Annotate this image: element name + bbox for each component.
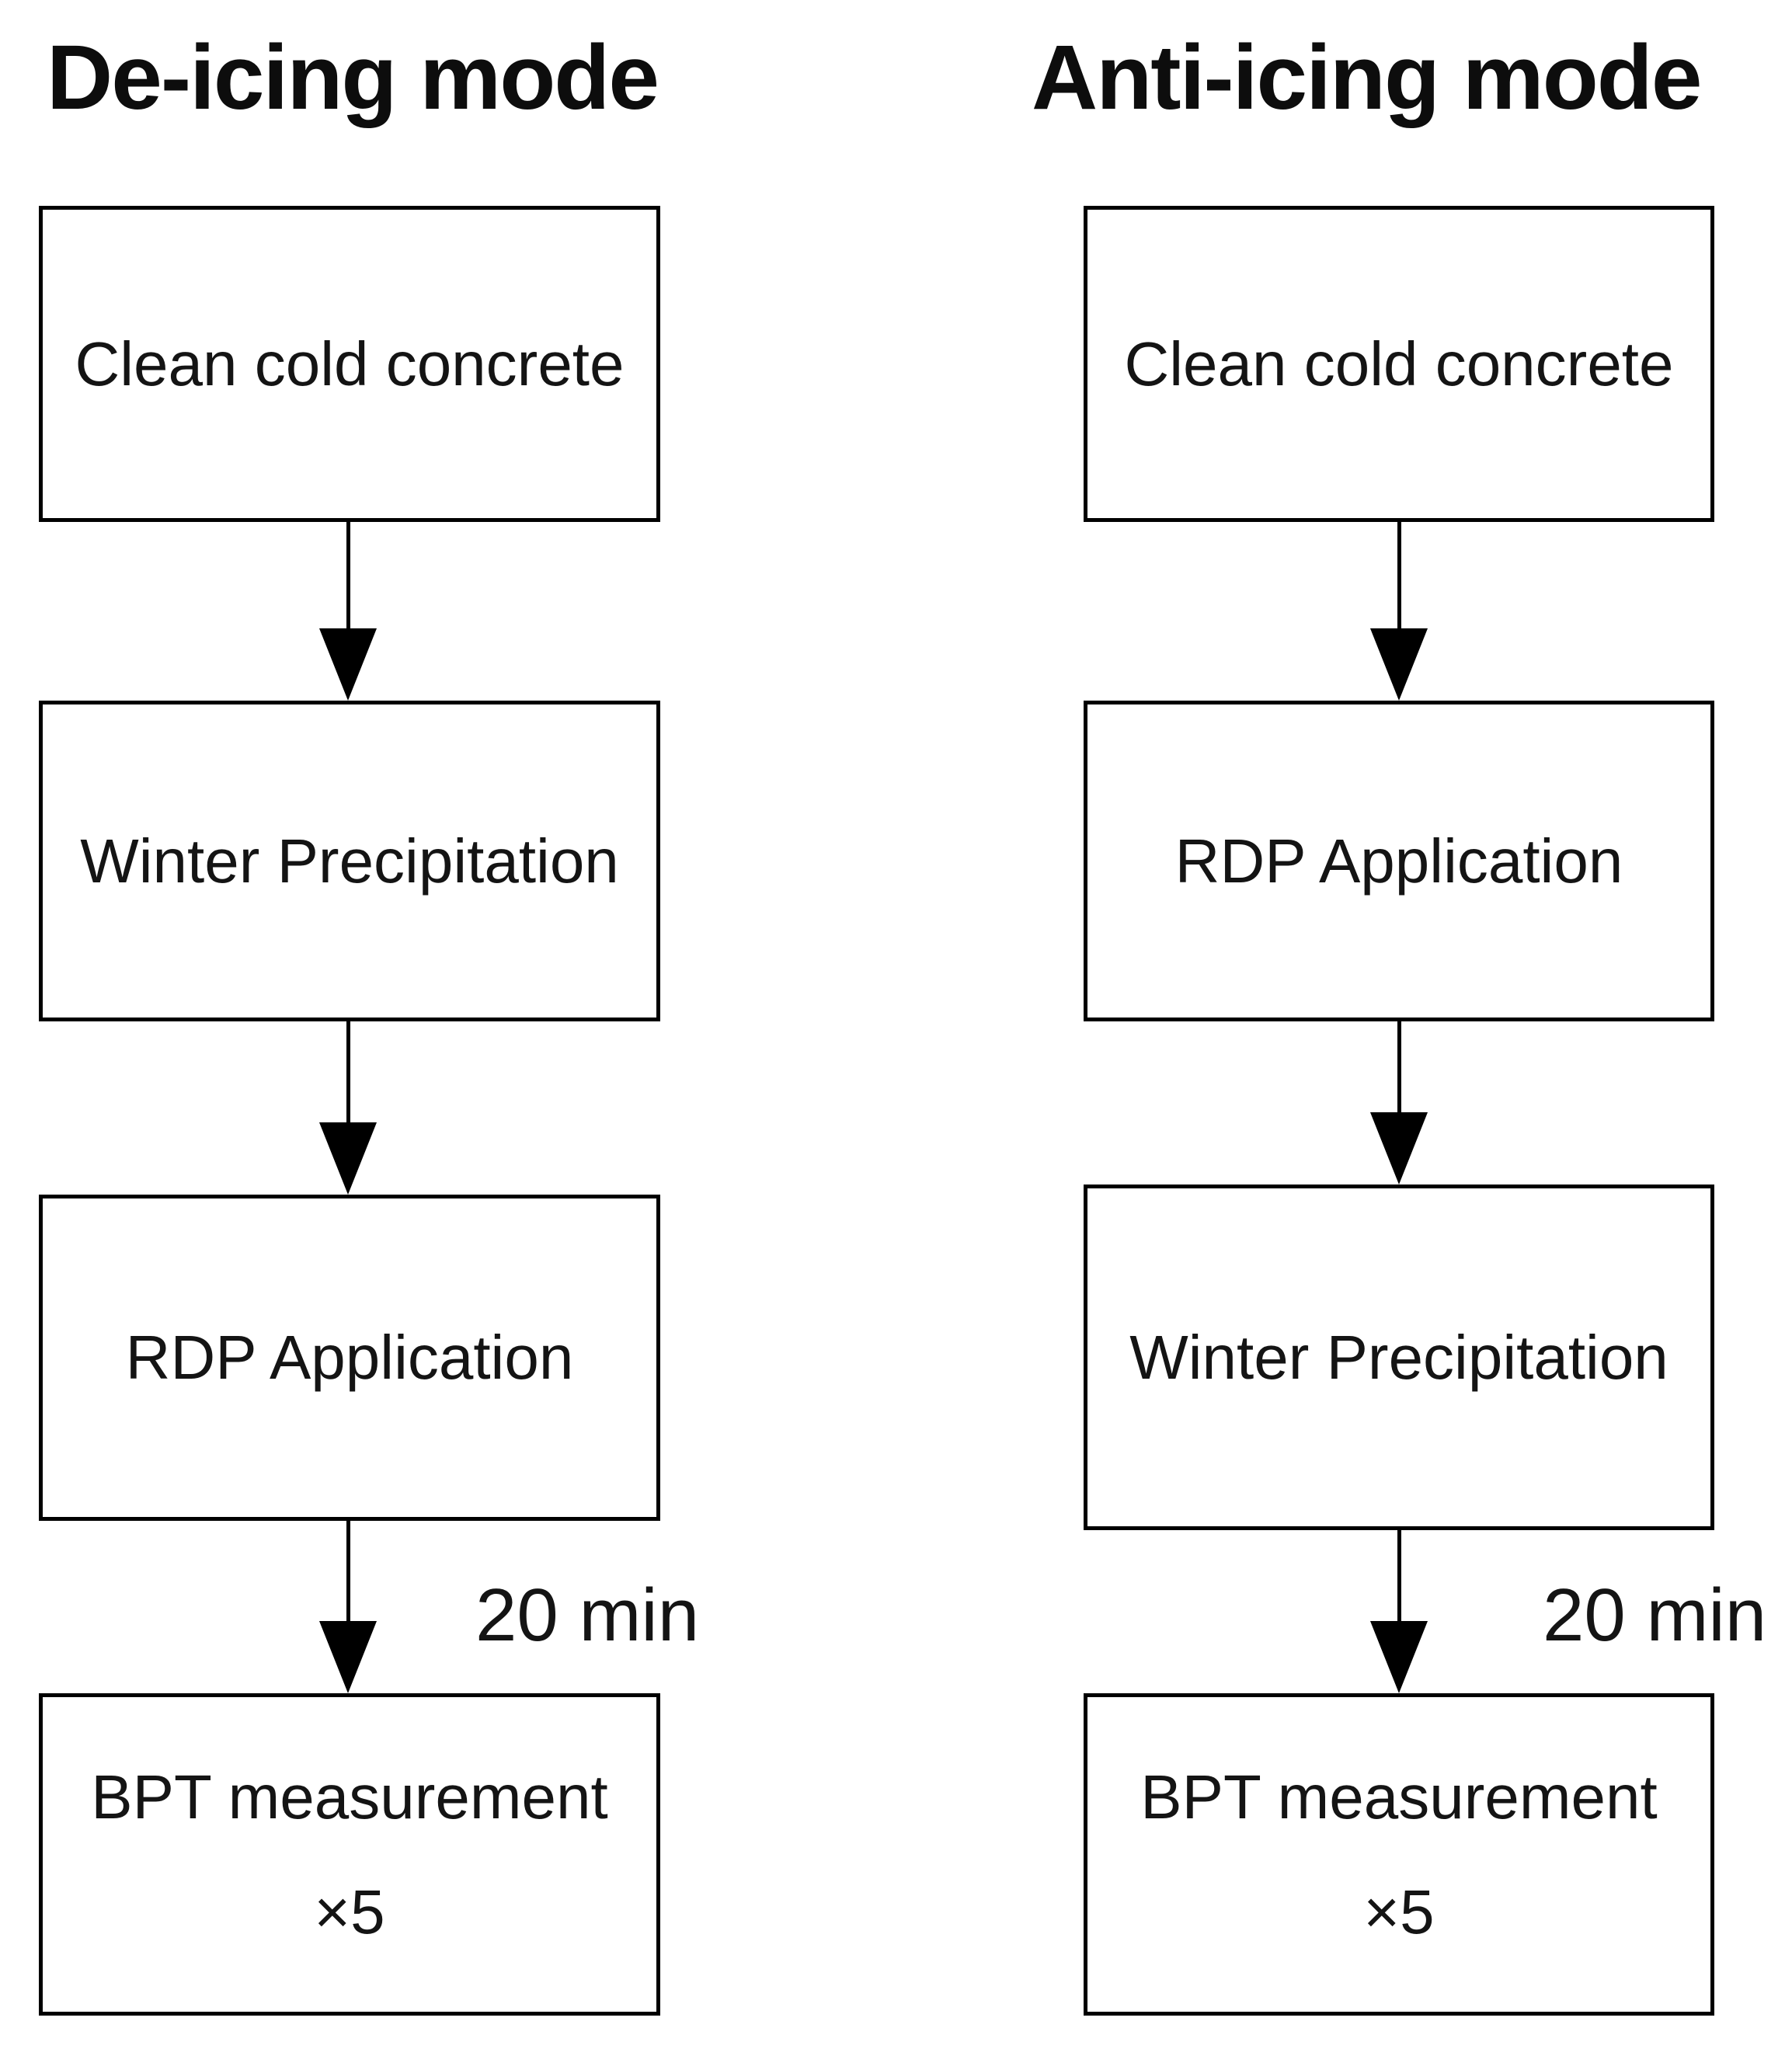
anti-icing-step-rdp-application-box: RDP Application: [1084, 701, 1714, 1021]
step-label: Winter Precipitation: [1129, 1322, 1668, 1392]
arrow-stem: [346, 1021, 350, 1122]
anti-icing-wait-time-label: 20 min: [1543, 1574, 1767, 1657]
arrow-down-icon: [319, 1521, 377, 1693]
arrow-stem: [1397, 1530, 1401, 1621]
arrow-stem: [1397, 522, 1401, 628]
arrow-stem: [346, 1521, 350, 1621]
deicing-step-clean-cold-concrete-box: Clean cold concrete: [39, 206, 660, 522]
arrow-head: [1370, 628, 1428, 701]
step-label: Clean cold concrete: [1124, 329, 1674, 398]
arrow-down-icon: [1370, 1021, 1428, 1185]
anti-icing-mode-title: Anti-icing mode: [1032, 26, 1703, 129]
step-label: RDP Application: [1174, 826, 1623, 896]
step-label: Winter Precipitation: [80, 826, 619, 896]
step-label: Clean cold concrete: [75, 329, 625, 398]
arrow-head: [1370, 1112, 1428, 1185]
anti-icing-step-bpt-measurement-box: BPT measurement ×5: [1084, 1693, 1714, 2016]
deicing-step-winter-precipitation-box: Winter Precipitation: [39, 701, 660, 1021]
anti-icing-step-clean-cold-concrete-box: Clean cold concrete: [1084, 206, 1714, 522]
arrow-head: [319, 1122, 377, 1195]
arrow-head: [1370, 1621, 1428, 1693]
step-label: BPT measurement: [1140, 1762, 1658, 1832]
arrow-stem: [346, 522, 350, 628]
arrow-head: [319, 628, 377, 701]
deicing-step-rdp-application-box: RDP Application: [39, 1195, 660, 1521]
arrow-stem: [1397, 1021, 1401, 1112]
anti-icing-step-winter-precipitation-box: Winter Precipitation: [1084, 1185, 1714, 1530]
deicing-wait-time-label: 20 min: [475, 1574, 700, 1657]
deicing-mode-title: De-icing mode: [47, 26, 659, 129]
arrow-head: [319, 1621, 377, 1693]
repeat-count-label: ×5: [314, 1877, 385, 1946]
step-label: BPT measurement: [91, 1762, 608, 1832]
arrow-down-icon: [1370, 522, 1428, 701]
arrow-down-icon: [319, 522, 377, 701]
arrow-down-icon: [319, 1021, 377, 1195]
deicing-step-bpt-measurement-box: BPT measurement ×5: [39, 1693, 660, 2016]
step-label: RDP Application: [125, 1323, 574, 1392]
arrow-down-icon: [1370, 1530, 1428, 1693]
repeat-count-label: ×5: [1363, 1877, 1435, 1946]
